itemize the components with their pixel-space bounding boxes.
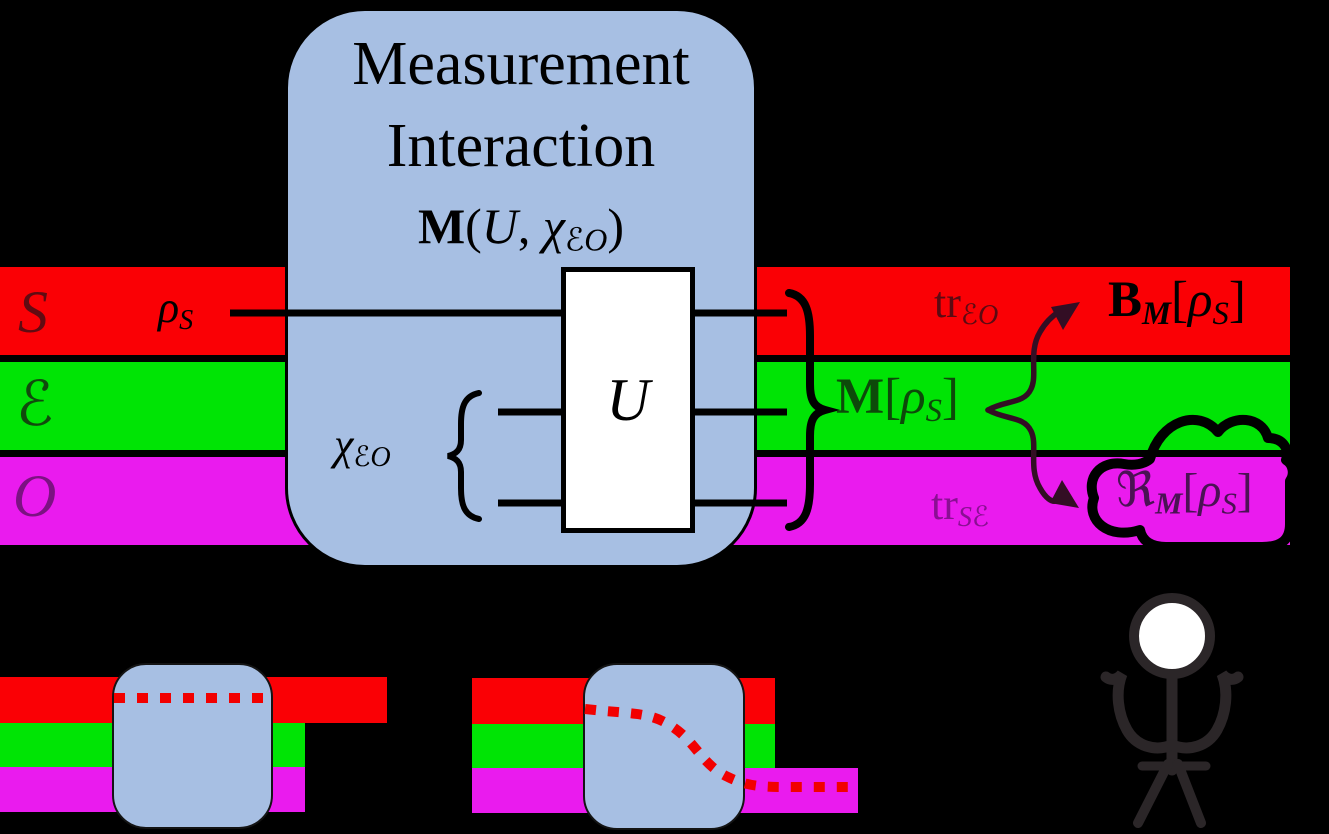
formula-close-paren: ) <box>607 198 625 254</box>
system-input-state-label: ρS <box>158 286 193 335</box>
backaction-rho: ρ <box>1188 272 1213 328</box>
backaction-state-label: BM[ρS] <box>1108 272 1246 332</box>
ancilla-input-state-label: χℰO <box>334 423 391 472</box>
observer-right-leg <box>1173 759 1206 828</box>
measurement-title-line1: Measurement <box>352 30 690 98</box>
trace-se-label: trSℰ <box>931 483 989 532</box>
trace-eo-subscript: ℰO <box>960 299 999 331</box>
formula-open-paren: ( <box>465 198 482 254</box>
trace-se-base: tr <box>931 480 958 529</box>
rho-subscript: S <box>179 304 194 336</box>
record-rho: ρ <box>1198 464 1222 517</box>
record-operator: ℜ <box>1116 464 1156 517</box>
formula-chi-subscript: ℰO <box>564 221 608 258</box>
record-close-bracket: ] <box>1236 464 1253 517</box>
observer-left-leg <box>1133 759 1173 828</box>
record-rho-subscript: S <box>1221 486 1237 521</box>
record-open-bracket: [ <box>1182 464 1199 517</box>
formula-chi: χ <box>542 198 565 254</box>
joint-close-bracket: ] <box>941 369 959 425</box>
small-diagram-left-interaction-box <box>112 663 273 829</box>
backaction-rho-subscript: S <box>1212 295 1229 332</box>
rho-symbol: ρ <box>158 283 180 332</box>
system-band-label: S <box>18 279 48 345</box>
joint-output-state-label: M[ρS] <box>836 369 959 429</box>
formula-operator: M <box>417 198 466 254</box>
record-operator-subscript: M <box>1155 486 1183 521</box>
small-diagram-middle-interaction-box <box>583 663 745 830</box>
trace-se-subscript: Sℰ <box>957 501 990 533</box>
backaction-close-bracket: ] <box>1228 272 1246 328</box>
backaction-operator: B <box>1108 272 1143 328</box>
unitary-gate-label: U <box>606 366 650 433</box>
record-state-label: ℜM[ρS] <box>1116 467 1253 519</box>
joint-operator: M <box>836 369 885 425</box>
trace-eo-base: tr <box>934 278 961 327</box>
backaction-open-bracket: [ <box>1171 272 1189 328</box>
formula-unitary: U <box>481 198 518 254</box>
measurement-formula: M(U, χℰO) <box>288 201 754 256</box>
observer-band-label: O <box>13 463 57 529</box>
formula-separator: , <box>517 198 543 254</box>
joint-rho: ρ <box>901 369 926 425</box>
joint-rho-subscript: S <box>925 392 942 429</box>
environment-band-label: ℰ <box>16 371 54 439</box>
chi-subscript: ℰO <box>353 441 391 473</box>
observer-figure-icon <box>1100 593 1244 828</box>
joint-open-bracket: [ <box>884 369 902 425</box>
chi-symbol: χ <box>334 420 354 469</box>
trace-eo-label: trℰO <box>934 281 998 330</box>
backaction-operator-subscript: M <box>1142 295 1172 332</box>
observer-left-arm <box>1100 670 1178 754</box>
measurement-title-line2: Interaction <box>386 112 656 180</box>
observer-right-arm <box>1166 670 1244 754</box>
unitary-gate: U <box>561 267 695 533</box>
observer-head <box>1129 593 1215 679</box>
